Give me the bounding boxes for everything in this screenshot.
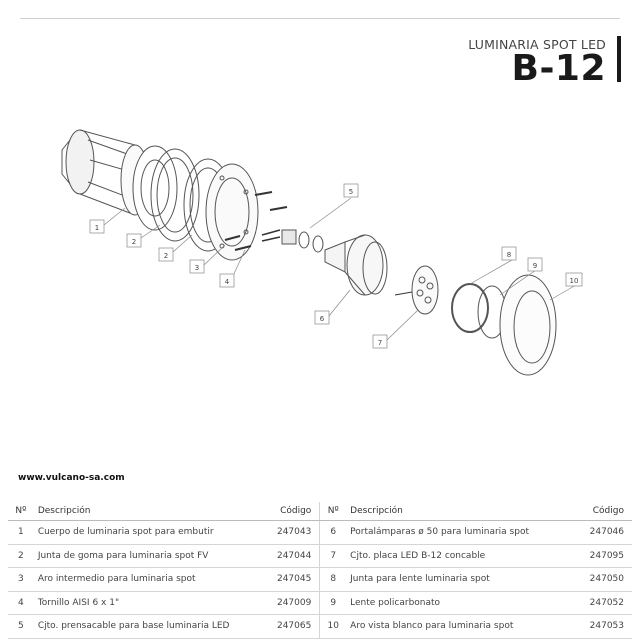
header-no-left: Nº: [8, 502, 34, 521]
callout-2b: 2: [158, 247, 174, 262]
callout-6: 6: [314, 310, 330, 325]
row-code-left: 247045: [261, 567, 321, 592]
callout-5: 5: [343, 183, 359, 198]
row-no-right: 7: [319, 544, 347, 568]
exploded-view-diagram: 1 2 2 3 4 5 6 7 8 9 10: [61, 129, 583, 376]
callout-9: 9: [527, 257, 543, 272]
callout-10: 10: [565, 272, 583, 287]
header-desc-right: Descripción: [346, 502, 575, 521]
part-lamp-holder: [324, 234, 388, 296]
svg-text:6: 6: [320, 315, 325, 323]
parts-table: Nº Descripción Código Nº Descripción Cód…: [8, 502, 632, 639]
part-cable-gland: [261, 229, 324, 253]
row-no-right: 6: [319, 520, 347, 545]
row-desc-right: Portalámparas ø 50 para luminaria spot: [346, 520, 575, 545]
top-divider: [20, 18, 620, 19]
svg-text:1: 1: [95, 224, 99, 232]
row-no-right: 9: [319, 591, 347, 615]
title-accent-bar: [617, 36, 621, 82]
svg-text:9: 9: [533, 262, 537, 270]
svg-text:2: 2: [164, 252, 168, 260]
row-no-left: 4: [8, 591, 34, 615]
row-desc-left: Cuerpo de luminaria spot para embutir: [33, 520, 262, 545]
model-title: B-12: [511, 48, 606, 89]
callout-8: 8: [501, 246, 517, 261]
callout-7: 7: [372, 334, 388, 349]
row-code-left: 247009: [261, 591, 321, 615]
row-no-left: 1: [8, 520, 34, 545]
callout-4: 4: [219, 273, 235, 288]
row-code-left: 247044: [261, 544, 321, 568]
header-code-right: Código: [574, 502, 632, 521]
row-desc-left: Junta de goma para luminaria spot FV: [33, 544, 262, 568]
row-no-left: 3: [8, 567, 34, 592]
part-led-plate: [394, 265, 439, 315]
row-desc-right: Aro vista blanco para luminaria spot: [346, 614, 575, 639]
row-code-right: 247095: [574, 544, 632, 568]
row-code-right: 247046: [574, 520, 632, 545]
row-desc-left: Aro intermedio para luminaria spot: [33, 567, 262, 592]
row-desc-left: Cjto. prensacable para base luminaria LE…: [33, 614, 262, 639]
product-subtitle: LUMINARIA SPOT LED: [468, 37, 606, 52]
row-desc-right: Junta para lente luminaria spot: [346, 567, 575, 592]
svg-text:5: 5: [349, 188, 353, 196]
row-code-left: 247065: [261, 614, 321, 639]
header-no-right: Nº: [319, 502, 347, 521]
svg-text:3: 3: [195, 264, 199, 272]
callout-3: 3: [189, 259, 205, 274]
row-no-right: 10: [319, 614, 347, 639]
website-link[interactable]: www.vulcano-sa.com: [18, 473, 125, 483]
svg-text:2: 2: [132, 238, 136, 246]
part-housing-body: [61, 129, 178, 231]
callout-2a: 2: [126, 233, 142, 248]
row-desc-right: Lente policarbonato: [346, 591, 575, 615]
part-lens-gasket: [451, 283, 489, 333]
part-gasket-1: [150, 148, 200, 242]
row-code-right: 247052: [574, 591, 632, 615]
row-desc-right: Cjto. placa LED B-12 concable: [346, 544, 575, 568]
row-code-right: 247053: [574, 614, 632, 639]
row-code-right: 247050: [574, 567, 632, 592]
row-desc-left: Tornillo AISI 6 x 1": [33, 591, 262, 615]
row-no-right: 8: [319, 567, 347, 592]
row-no-left: 2: [8, 544, 34, 568]
svg-text:4: 4: [225, 278, 230, 286]
header-code-left: Código: [261, 502, 321, 521]
svg-text:8: 8: [507, 251, 511, 259]
part-trim-ring: [499, 274, 557, 376]
table-header: Nº Descripción Código Nº Descripción Cód…: [8, 502, 632, 521]
callout-leaders: [103, 197, 577, 341]
part-screws: [224, 191, 288, 251]
callout-1: 1: [89, 219, 105, 234]
part-intermediate-ring: [205, 163, 259, 261]
svg-text:7: 7: [378, 339, 382, 347]
row-no-left: 5: [8, 614, 34, 639]
header-desc-left: Descripción: [33, 502, 262, 521]
svg-text:10: 10: [570, 277, 579, 285]
row-code-left: 247043: [261, 520, 321, 545]
